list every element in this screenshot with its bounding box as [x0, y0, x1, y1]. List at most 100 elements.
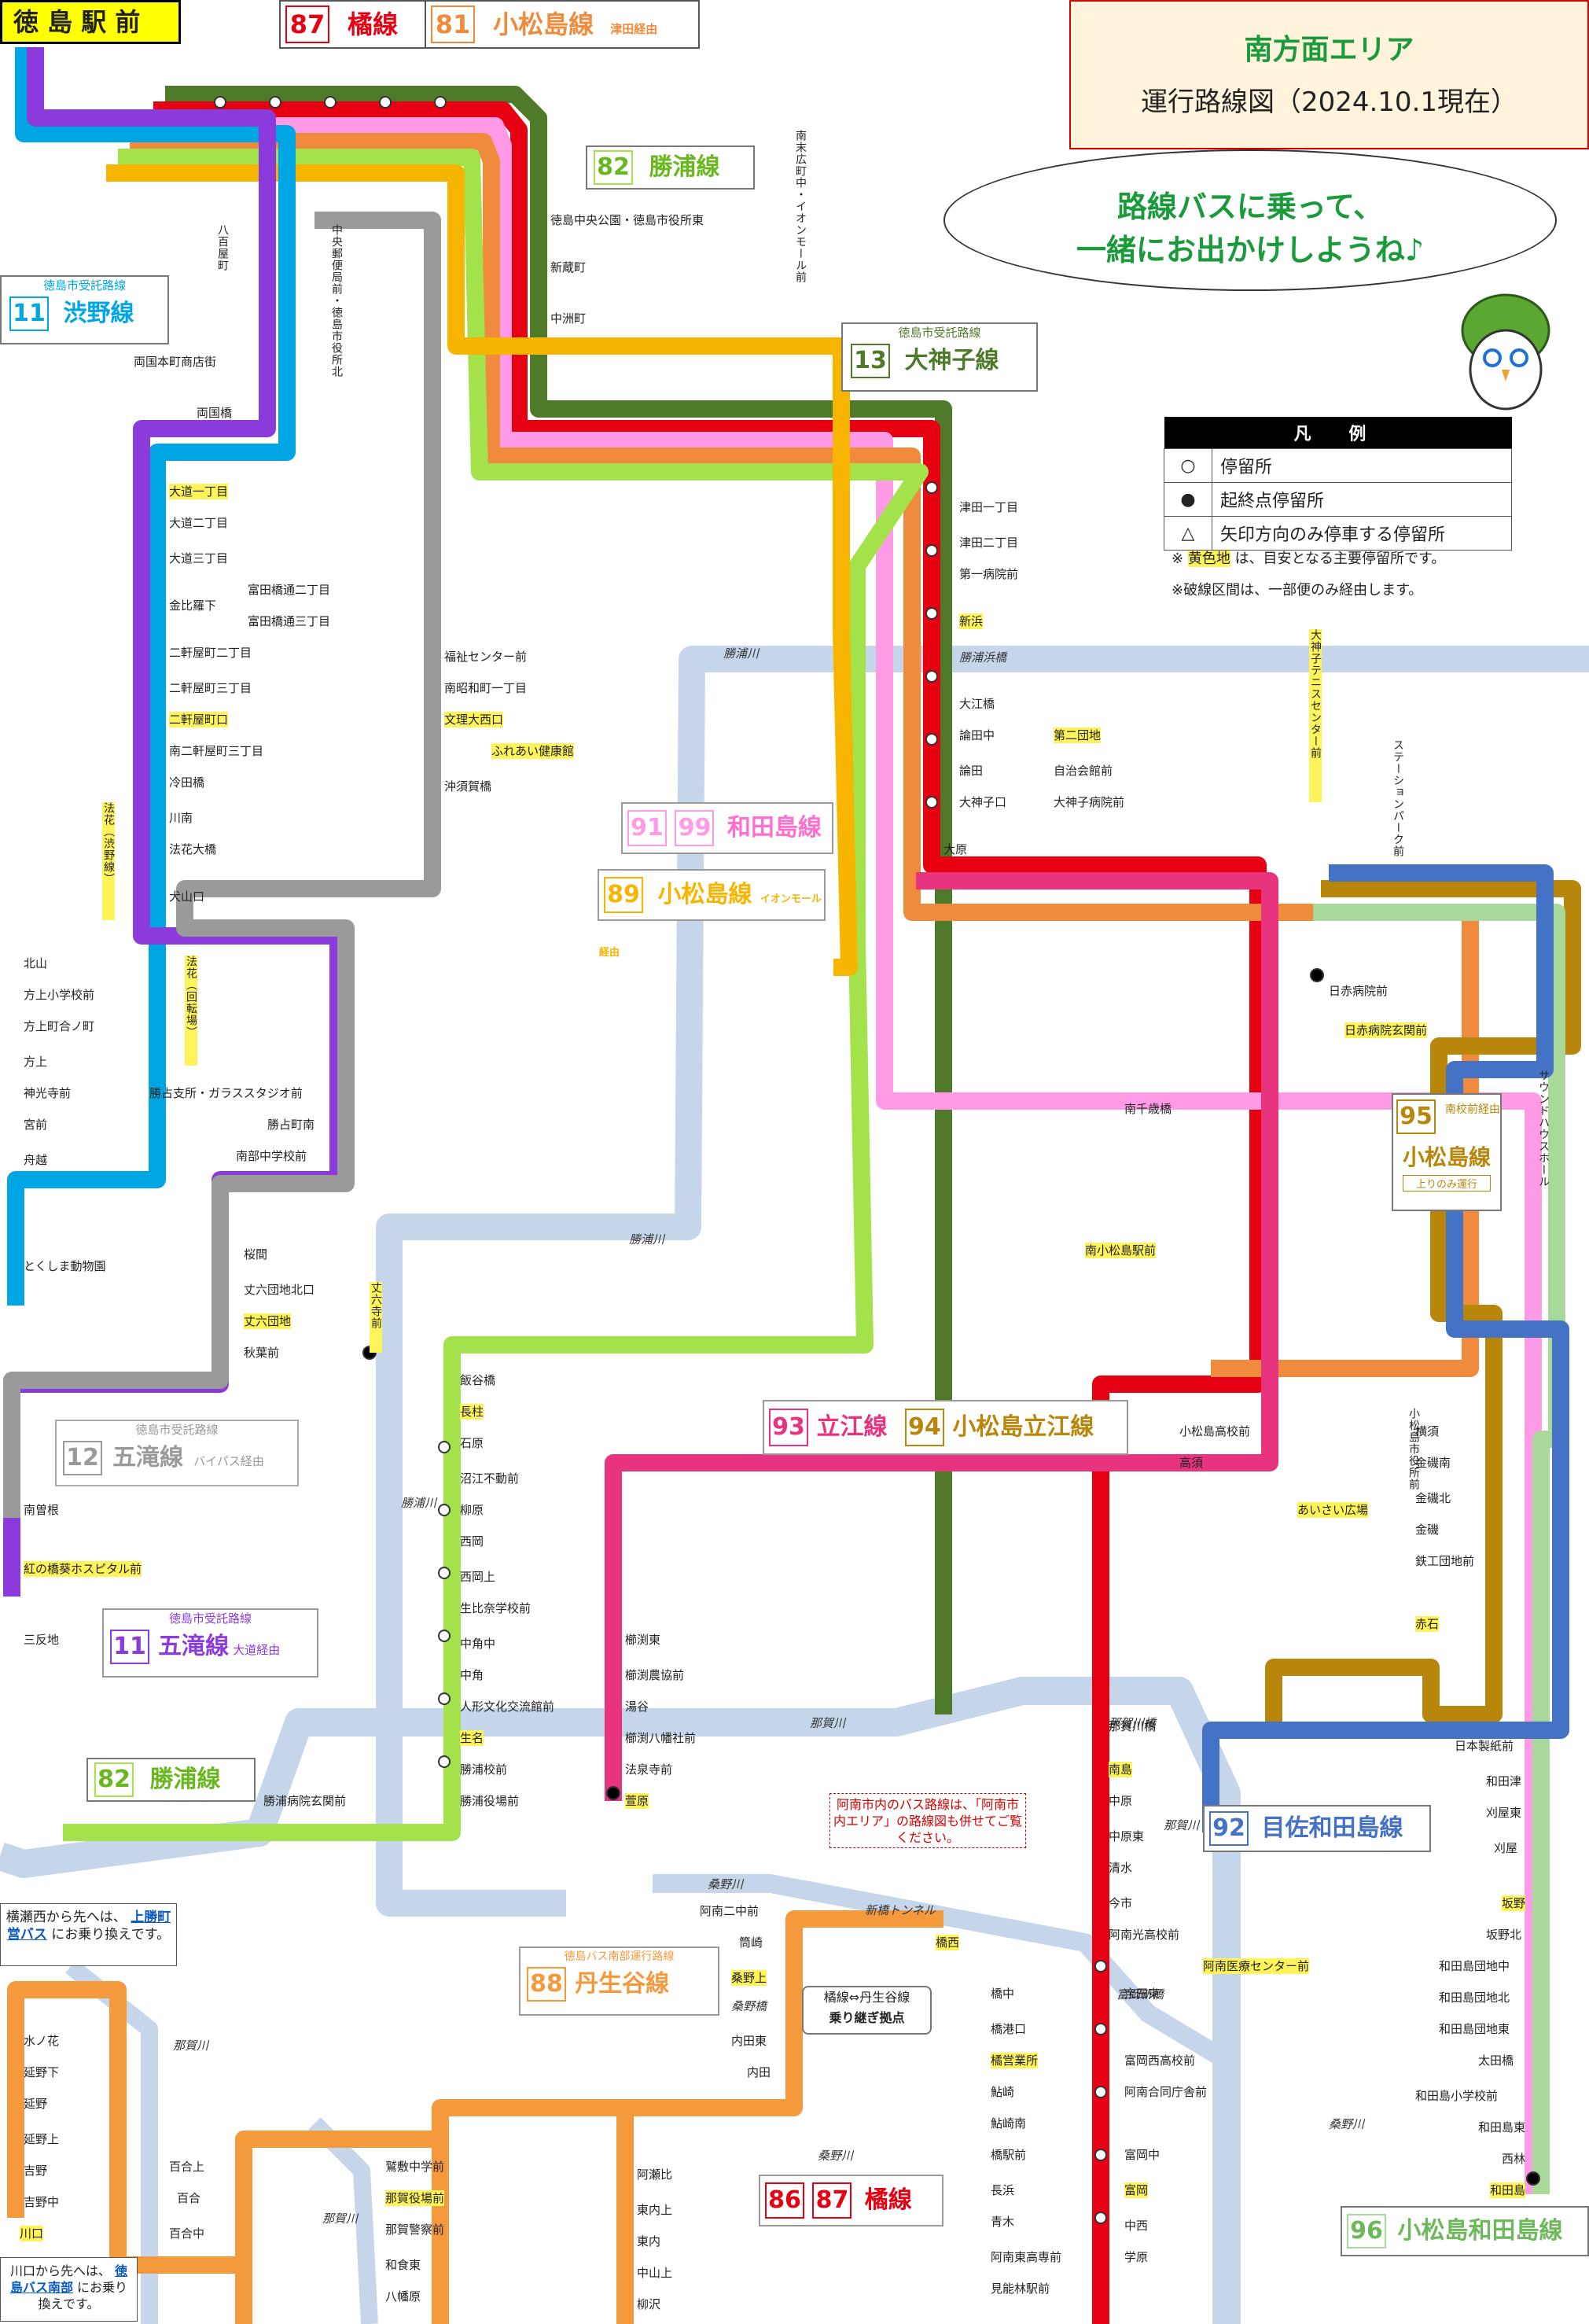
- stop-label: 筒崎: [739, 1935, 763, 1950]
- stop-label: 三反地: [24, 1632, 59, 1648]
- stop-label: 湯谷: [625, 1699, 649, 1714]
- stop-label: 勝浦校前: [460, 1762, 507, 1777]
- consign-label: 徳島市受託路線: [57, 1421, 297, 1438]
- stop-label-vertical: 丈六寺前: [370, 1282, 382, 1353]
- stop-label: 阿南光高校前: [1109, 1927, 1179, 1943]
- stop-label: 生名: [460, 1730, 484, 1746]
- stop-label: 中角: [460, 1667, 484, 1683]
- stop-label: 日赤病院前: [1329, 983, 1388, 999]
- route-number: 88: [527, 1967, 566, 2002]
- stop-label: 内田東: [731, 2033, 767, 2049]
- stop-label: ふれあい健康館: [491, 743, 574, 759]
- stop-label: 勝浦役場前: [460, 1793, 519, 1809]
- stop-label: 秋葉前: [244, 1345, 279, 1361]
- bridge-label: 勝浦浜橋: [959, 649, 1006, 665]
- transfer-title: 橘線⇔丹生谷線: [804, 1987, 930, 2008]
- stop-label: 日赤病院玄関前: [1344, 1022, 1427, 1038]
- route-86-87-label[interactable]: 86 87 橘線: [759, 2175, 943, 2226]
- route-number: 82: [594, 150, 633, 185]
- route-12-label[interactable]: 徳島市受託路線 12 五滝線 バイパス経由: [55, 1420, 299, 1486]
- legend-label: 起終点停留所: [1212, 483, 1512, 517]
- stop-label: 和田島東: [1478, 2120, 1525, 2135]
- consign-label: 徳島市受託路線: [843, 324, 1036, 341]
- stop-label: 和田島団地東: [1439, 2021, 1510, 2037]
- stop-label: 第一病院前: [959, 566, 1018, 582]
- route-13-label[interactable]: 徳島市受託路線 13 大神子線: [841, 322, 1038, 392]
- stop-marker: [380, 97, 391, 108]
- stop-label: 南島: [1109, 1762, 1132, 1777]
- stop-label: 南部中学校前: [236, 1148, 307, 1164]
- route-88-label[interactable]: 徳島バス南部運行路線 88 丹生谷線: [519, 1946, 719, 2016]
- route-82-label-south[interactable]: 82 勝浦線: [86, 1758, 256, 1802]
- stop-label: 大原: [943, 842, 967, 857]
- stop-label: 新蔵町: [550, 260, 586, 275]
- stop-label: 舟越: [24, 1152, 47, 1168]
- route-91-99-label[interactable]: 91 99 和田島線: [621, 802, 833, 854]
- transfer-point-box: 橘線⇔丹生谷線 乗り継ぎ拠点: [802, 1986, 932, 2035]
- stop-label: 柳沢: [637, 2296, 660, 2312]
- stop-label: 吉野中: [24, 2194, 59, 2210]
- stop-label-vertical: 大神子テニスセンター前: [1309, 629, 1322, 802]
- stop-label: 中西: [1124, 2218, 1148, 2234]
- route-92-label[interactable]: 92 目佐和田島線: [1203, 1805, 1431, 1852]
- route-name: 五滝線: [112, 1444, 183, 1471]
- stop-marker: [1095, 2212, 1106, 2223]
- stop-marker: [926, 797, 937, 808]
- route-number: 87: [812, 2182, 852, 2219]
- river-label: 桑野川: [708, 1876, 743, 1892]
- route-95-label[interactable]: 95 南校前経由 小松島線 上りのみ運行: [1392, 1093, 1502, 1211]
- route-number: 82: [94, 1762, 134, 1797]
- area-title-box: 南方面エリア 運行路線図（2024.10.1現在）: [1069, 0, 1589, 149]
- stop-label: 大道二丁目: [169, 515, 228, 531]
- stop-label-vertical: 八百屋町: [216, 224, 229, 303]
- route-name: 橘線: [348, 9, 398, 39]
- stop-marker: [439, 1505, 450, 1516]
- stop-label: 勝浦病院玄関前: [263, 1793, 346, 1809]
- area-title: 南方面エリア: [1071, 27, 1587, 68]
- stop-label: 福祉センター前: [444, 649, 527, 665]
- route-87-header[interactable]: 87 橘線: [279, 0, 444, 49]
- stop-marker: [270, 97, 281, 108]
- stop-label: 橋西: [936, 1935, 959, 1950]
- route-93-94-label[interactable]: 93 立江線 94 小松島立江線: [763, 1400, 1128, 1455]
- stop-label: 百合上: [169, 2159, 204, 2175]
- route-name: 丹生谷線: [575, 1970, 669, 1998]
- anan-notice: 阿南市内のバス路線は、「阿南市内エリア」の路線図も併せてご覧ください。: [829, 1793, 1026, 1848]
- stop-label: 阿南東高専前: [991, 2249, 1061, 2265]
- stop-label: 吉野: [24, 2163, 47, 2179]
- stop-label: 南小松島駅前: [1085, 1243, 1156, 1258]
- stop-label: 勝占町南: [267, 1117, 314, 1133]
- stop-label-vertical: ステーションパーク前: [1392, 739, 1404, 944]
- stop-label: 津田二丁目: [959, 535, 1018, 551]
- route-82-label[interactable]: 82 勝浦線: [586, 145, 755, 190]
- route-88-west: [440, 2108, 625, 2324]
- stop-label: 東内上: [637, 2202, 672, 2218]
- legend-label: 矢印方向のみ停車する停留所: [1212, 517, 1512, 551]
- stop-label: 徳島中央公園・徳島市役所東: [550, 212, 704, 228]
- river-label: 勝浦川: [401, 1494, 436, 1511]
- mascot-icon: [1447, 283, 1565, 417]
- route-number: 13: [851, 344, 890, 378]
- stop-label: 大神子病院前: [1054, 794, 1124, 810]
- route-96-label[interactable]: 96 小松島和田島線: [1341, 2206, 1589, 2256]
- stop-label: 川南: [169, 810, 193, 826]
- route-11b-label[interactable]: 徳島市受託路線 11 五滝線 大道経由: [102, 1608, 318, 1678]
- stop-label: 金磯北: [1415, 1490, 1451, 1506]
- consign-label: 徳島バス南部運行路線: [520, 1948, 718, 1964]
- stop-label: 大神子口: [959, 794, 1006, 810]
- legend: 凡 例 ○停留所 ●起終点停留所 △矢印方向のみ停車する停留所: [1164, 417, 1521, 551]
- route-number: 12: [63, 1441, 102, 1475]
- route-11-label[interactable]: 徳島市受託路線 11 渋野線: [0, 275, 169, 344]
- legend-label: 停留所: [1212, 449, 1512, 483]
- route-81-header[interactable]: 81 小松島線 津田経由: [425, 0, 700, 49]
- stop-label: 宮前: [24, 1117, 47, 1133]
- stop-label: 人形文化交流館前: [460, 1699, 554, 1714]
- stop-label: 高須: [1179, 1455, 1203, 1471]
- stop-label: 鷲敷中学前: [385, 2159, 444, 2175]
- river-label: 桑野川: [818, 2147, 853, 2164]
- stop-label: 金比羅下: [169, 598, 216, 613]
- yokose-notice: 横瀬西から先へは、 上勝町営バス にお乗り換えです。: [0, 1903, 177, 1966]
- route-89-label[interactable]: 89 小松島線 イオンモール経由: [598, 869, 826, 921]
- speech-bubble: 路線バスに乗って、 一緒にお出かけしようね♪: [943, 149, 1557, 291]
- stop-label: 那賀警察前: [385, 2222, 444, 2237]
